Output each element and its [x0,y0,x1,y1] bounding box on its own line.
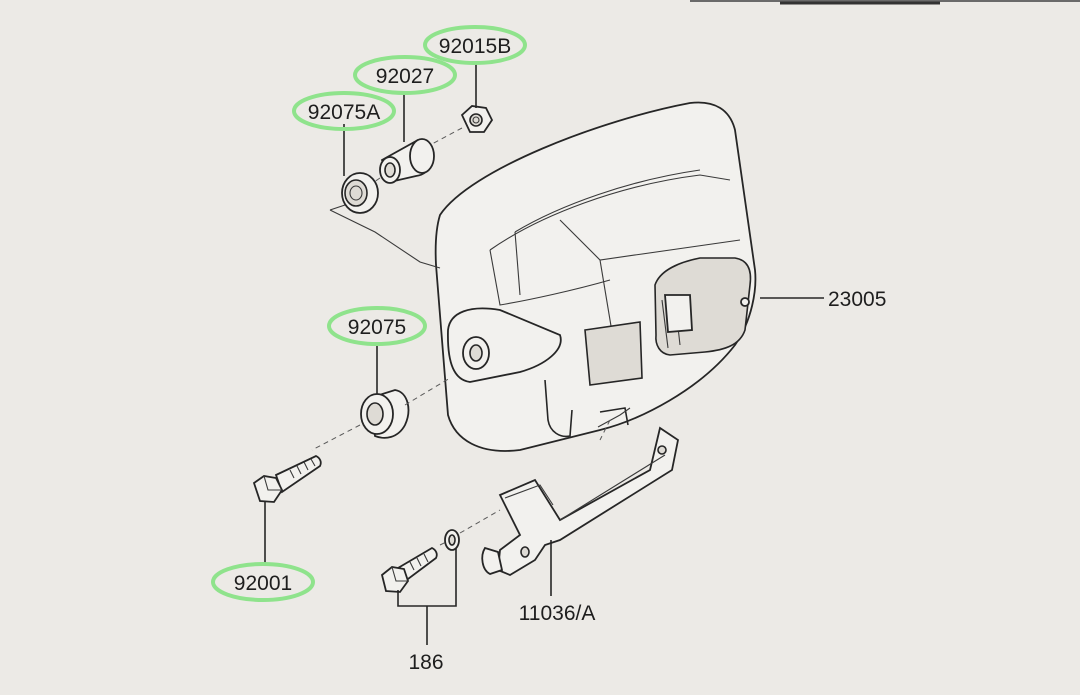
highlight-ovals [211,25,527,602]
label-186: 186 [408,651,443,674]
nut-92015B [460,105,494,133]
highlight-92001 [211,562,315,602]
label-92001: 92001 [234,572,292,595]
highlight-92015B [423,25,527,65]
highlight-92075 [327,306,427,346]
housing-23005 [434,101,757,452]
grommet-92075 [360,389,410,439]
label-92015B: 92015B [439,35,511,58]
collar-92027 [379,138,435,184]
bolt-186 [380,529,460,593]
label-23005: 23005 [828,288,886,311]
grommet-92075A [341,172,379,214]
leader-lines [264,62,824,645]
part-labels: 92015B 92027 92075A 92075 92001 23005 11… [234,35,887,674]
label-92075: 92075 [348,316,406,339]
bracket-11036A [481,407,680,577]
highlight-92027 [353,55,457,95]
label-11036A: 11036/A [519,602,596,625]
label-92027: 92027 [376,65,434,88]
page-edge-strip [690,0,1080,5]
highlight-92075A [292,91,396,131]
bolt-92001 [252,454,322,503]
label-92075A: 92075A [308,101,380,124]
